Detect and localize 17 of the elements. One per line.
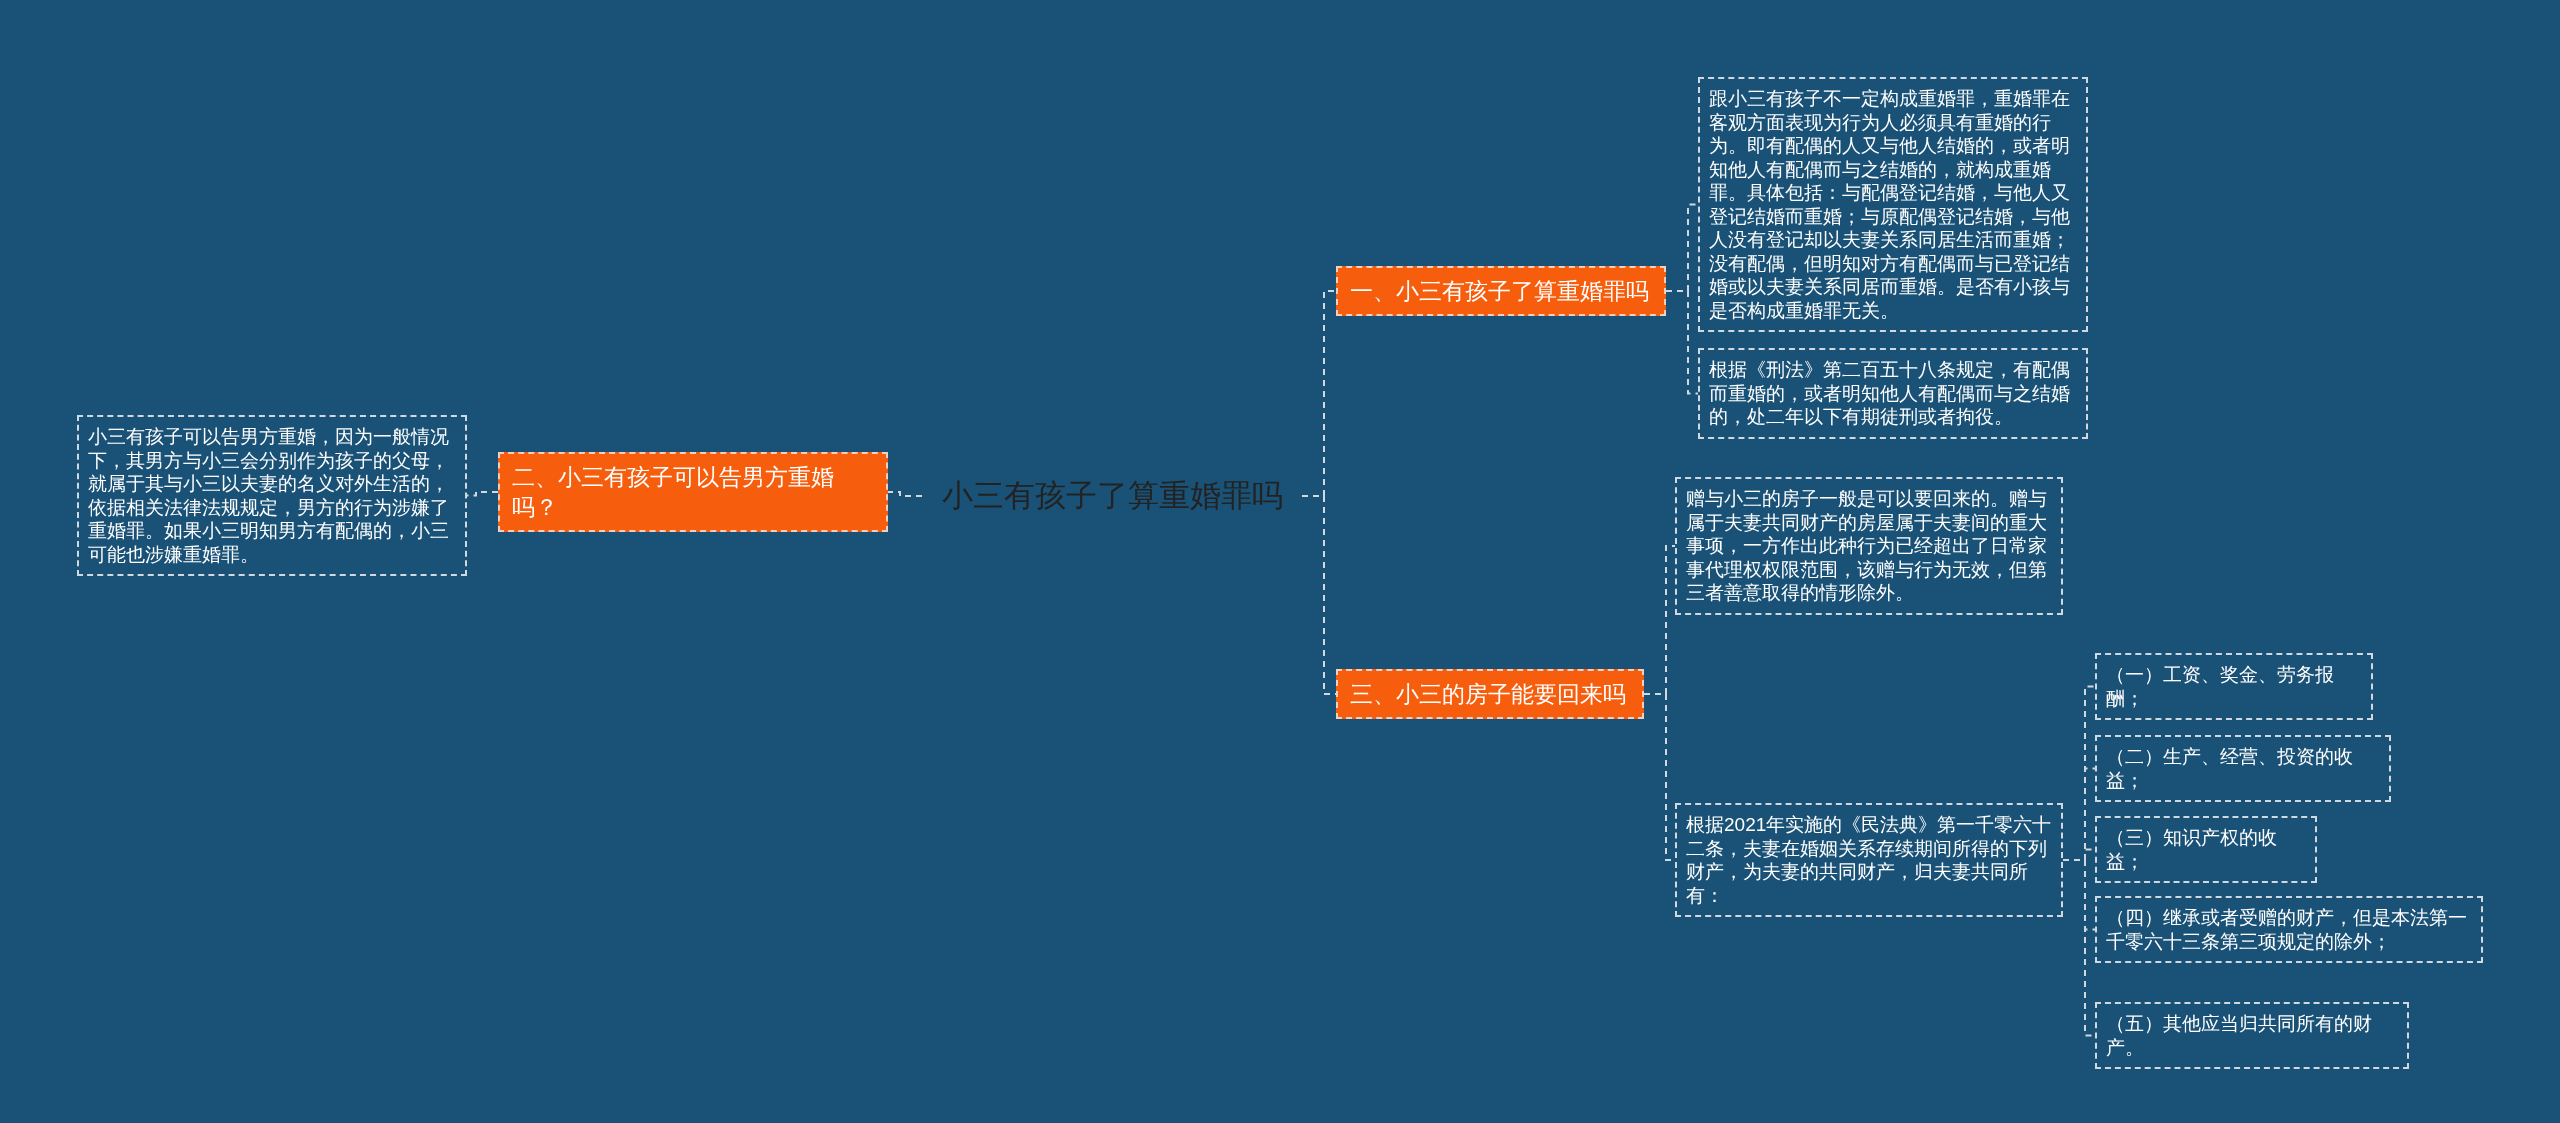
connector-line xyxy=(466,491,499,497)
topic-box: 二、小三有孩子可以告男方重婚吗？ xyxy=(498,452,888,532)
topic-box: 一、小三有孩子了算重婚罪吗 xyxy=(1336,266,1666,316)
text-box: 根据《刑法》第二百五十八条规定，有配偶而重婚的，或者明知他人有配偶而与之结婚的，处二年以下有期徒刑或者拘役。 xyxy=(1698,348,2088,439)
text-box: （五）其他应当归共同所有的财产。 xyxy=(2095,1002,2409,1069)
central-topic: 小三有孩子了算重婚罪吗 xyxy=(922,460,1302,532)
text-box: （二）生产、经营、投资的收益； xyxy=(2095,735,2391,802)
text-box: 小三有孩子可以告男方重婚，因为一般情况下，其男方与小三会分别作为孩子的父母，就属于其与小三以夫妻的名义对外生活的，依据相关法律法规规定，男方的行为涉嫌了重婚罪。如果小三明知男方有配偶的，小三可能也涉嫌重婚罪。 xyxy=(77,415,467,576)
text-box: 根据2021年实施的《民法典》第一千零六十二条，夫妻在婚姻关系存续期间所得的下列财产，为夫妻的共同财产，归夫妻共同所有： xyxy=(1675,803,2063,917)
connector-line xyxy=(1665,290,1699,395)
text-box: （三）知识产权的收益； xyxy=(2095,816,2317,883)
connector-line xyxy=(887,491,923,497)
text-box: 赠与小三的房子一般是可以要回来的。赠与属于夫妻共同财产的房屋属于夫妻间的重大事项，一方作出此种行为已经超出了日常家事代理权权限范围，该赠与行为无效，但第三者善意取得的情形除外。 xyxy=(1675,477,2063,615)
text-box: （一）工资、奖金、劳务报酬； xyxy=(2095,653,2373,720)
text-box: （四）继承或者受赠的财产，但是本法第一千零六十三条第三项规定的除外； xyxy=(2095,896,2483,963)
topic-box: 三、小三的房子能要回来吗 xyxy=(1336,669,1644,719)
text-box: 跟小三有孩子不一定构成重婚罪，重婚罪在客观方面表现为行为人必须具有重婚的行为。即有配偶的人又与他人结婚的，或者明知他人有配偶而与之结婚的，就构成重婚罪。具体包括：与配偶登记结婚，与他人又登记结婚而重婚；与原配偶登记结婚，与他人没有登记却以夫妻关系同居生活而重婚；没有配偶，但明知对方有配偶而与已登记结婚或以夫妻关系同居而重婚。是否有小孩与是否构成重婚罪无关。 xyxy=(1698,77,2088,332)
